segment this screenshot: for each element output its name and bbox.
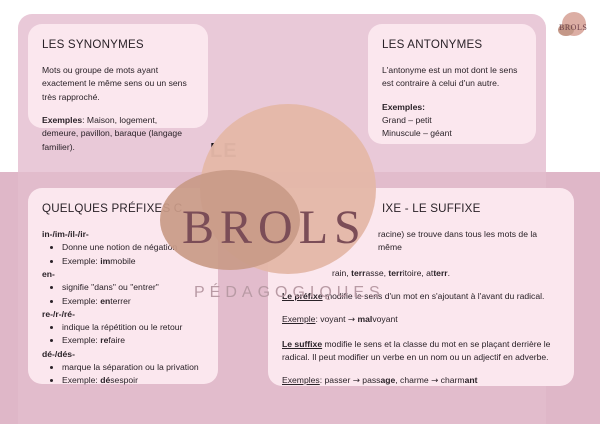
prefix-group-1: in-/im-/il-/ir- — [42, 228, 89, 239]
prefix-group-3: re-/r-/ré- — [42, 308, 75, 319]
watermark-brols: BROLS — [182, 201, 367, 254]
prefix-group-1-list: Donne une notion de négation Exemple: im… — [42, 241, 204, 268]
radical-suffixe-title: IXE - LE SUFFIXE — [382, 202, 481, 215]
suffixe-example: Exemples: passer → passage, charme → cha… — [282, 375, 478, 387]
prefixes-title: QUELQUES PRÉFIXES C — [42, 202, 183, 215]
prefix-group-1-example: Exemple: immobile — [62, 255, 204, 268]
prefix-group-4-list: marque la séparation ou la privation Exe… — [42, 361, 204, 388]
watermark-blob-small — [160, 170, 300, 270]
antonymes-definition: L'antonyme est un mot dont le sens est c… — [382, 64, 518, 89]
prefix-group-3-example: Exemple: refaire — [62, 334, 204, 347]
radical-examples: rain, terrasse, territoire, atterr. — [332, 267, 451, 278]
arrow-icon: → — [352, 376, 360, 387]
antonymes-example-1: Grand – petit — [382, 114, 432, 125]
antonymes-examples-label: Exemples: — [382, 101, 425, 112]
arrow-icon: → — [431, 376, 439, 387]
prefix-group-4-meaning: marque la séparation ou la privation — [62, 361, 204, 374]
prefix-group-2-meaning: signifie "dans" ou "entrer" — [62, 281, 204, 294]
radical-definition: racine) se trouve dans tous les mots de … — [378, 228, 538, 253]
prefixes-card: QUELQUES PRÉFIXES C in-/im-/il-/ir- Donn… — [28, 188, 218, 385]
logo-text: BROLS — [559, 23, 588, 32]
prefix-group-4: dé-/dés- — [42, 348, 75, 359]
prefix-group-3-list: indique la répétition ou le retour Exemp… — [42, 321, 204, 348]
prefixe-example: Exemple: voyant → malvoyant — [282, 314, 398, 326]
synonymes-definition: Mots ou groupe de mots ayant exactement … — [42, 64, 187, 102]
antonymes-title: LES ANTONYMES — [382, 38, 483, 51]
synonymes-examples-text: : Maison, logement, demeure, pavillon, b… — [42, 114, 182, 152]
prefix-group-4-example: Exemple: désespoir — [62, 374, 204, 387]
synonymes-examples-label: Exemples — [42, 114, 83, 125]
logo-circle-small — [558, 24, 574, 36]
prefix-group-1-meaning: Donne une notion de négation — [62, 241, 204, 254]
brols-logo: BROLS — [556, 10, 590, 44]
prefix-group-3-meaning: indique la répétition ou le retour — [62, 321, 204, 334]
prefix-group-2-example: Exemple: enterrer — [62, 295, 204, 308]
suffixe-definition: Le suffixe modifie le sens et la classe … — [282, 338, 551, 362]
arrow-icon: → — [347, 315, 356, 326]
synonymes-card: LES SYNONYMES Mots ou groupe de mots aya… — [28, 24, 208, 152]
antonymes-card: LES ANTONYMES L'antonyme est un mot dont… — [368, 24, 536, 144]
prefix-group-2-list: signifie "dans" ou "entrer" Exemple: ent… — [42, 281, 204, 308]
prefix-group-2: en- — [42, 268, 55, 279]
synonymes-examples: Exemples: Maison, logement, demeure, pav… — [42, 114, 194, 154]
prefixe-definition: Le préfixe modifie le sens d'un mot en s… — [282, 290, 545, 301]
synonymes-title: LES SYNONYMES — [42, 38, 144, 51]
watermark-pedagogiques: PÉDAGOGIQUES — [194, 284, 385, 301]
antonymes-example-2: Minuscule – géant — [382, 128, 452, 139]
